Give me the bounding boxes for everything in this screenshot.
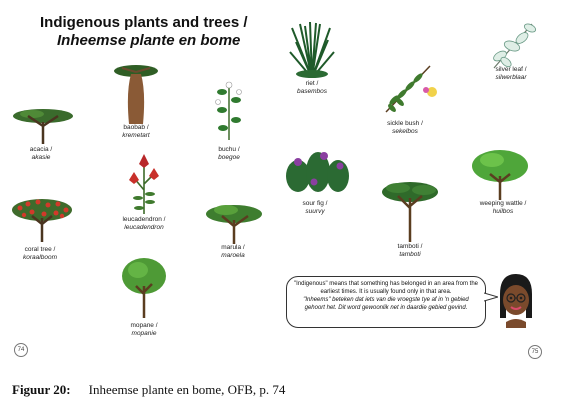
leucadendron-illustration bbox=[126, 150, 162, 214]
silver-leaf-label: silver leaf /silwerblaar bbox=[495, 66, 527, 81]
sickle-bush-label: sickle bush /sekelbos bbox=[387, 120, 423, 135]
buchu-label: buchu /boegoe bbox=[218, 146, 240, 161]
sour-fig-illustration bbox=[284, 146, 350, 196]
baobab-illustration bbox=[112, 62, 160, 124]
weeping-wattle-illustration bbox=[470, 148, 530, 200]
sickle-bush-illustration bbox=[380, 60, 440, 116]
page-number-left: 74 bbox=[14, 343, 28, 357]
sour-fig-label: sour fig /suurvy bbox=[302, 200, 328, 215]
tamboti-illustration bbox=[378, 178, 442, 242]
weeping-wattle-label: weeping wattle /huilbos bbox=[479, 200, 527, 215]
marula-illustration bbox=[204, 202, 264, 244]
buchu-illustration bbox=[212, 80, 246, 140]
riet-label: riet /basembos bbox=[297, 80, 327, 95]
caption-text: Inheemse plante en bome, OFB, p. 74 bbox=[88, 382, 286, 397]
speech-bubble: "Indigenous" means that something has be… bbox=[286, 276, 486, 328]
coral-tree-label: coral tree /koraalboom bbox=[23, 246, 57, 261]
acacia-illustration bbox=[10, 104, 76, 144]
title-english: Indigenous plants and trees / bbox=[40, 14, 248, 31]
coral-tree-illustration bbox=[10, 196, 74, 242]
bubble-text-afrikaans: "Inheems" beteken dat iets van die vroeg… bbox=[303, 297, 469, 311]
girl-character-illustration bbox=[494, 272, 538, 328]
tamboti-label: tamboti /tamboti bbox=[397, 243, 423, 258]
leucadendron-label: leucadendron /leucadendron bbox=[122, 216, 166, 231]
baobab-label: baobab /kremetart bbox=[122, 124, 150, 139]
mopane-illustration bbox=[120, 256, 168, 318]
acacia-label: acacia /akasie bbox=[29, 146, 53, 161]
figure-caption: Figuur 20: Inheemse plante en bome, OFB, … bbox=[12, 382, 285, 398]
page-number-right: 75 bbox=[528, 345, 542, 359]
title-afrikaans: Inheemse plante en bome bbox=[57, 32, 241, 49]
bubble-text-english: "Indigenous" means that something has be… bbox=[293, 281, 479, 295]
mopane-label: mopane /mopanie bbox=[130, 322, 158, 337]
silver-leaf-illustration bbox=[486, 20, 542, 70]
riet-illustration bbox=[288, 22, 336, 78]
caption-label: Figuur 20: bbox=[12, 382, 71, 397]
book-spread: Indigenous plants and trees / Inheemse p… bbox=[10, 14, 542, 359]
bubble-tail bbox=[484, 292, 498, 302]
marula-label: marula /maroela bbox=[221, 244, 245, 259]
